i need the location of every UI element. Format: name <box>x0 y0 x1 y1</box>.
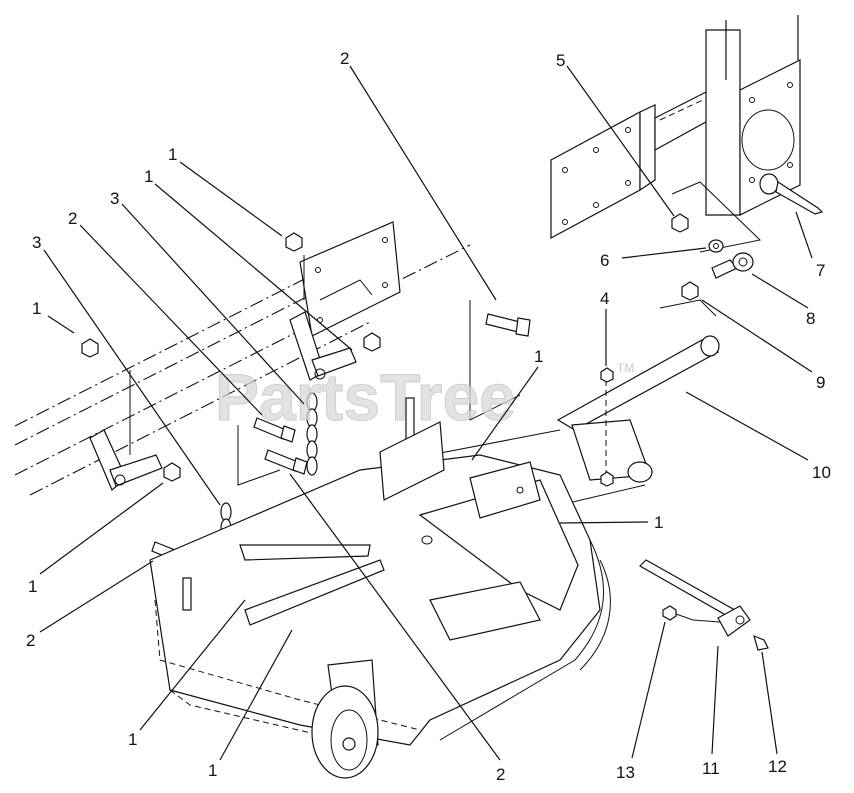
callout-3-left: 3 <box>32 233 41 252</box>
callout-4: 4 <box>600 289 609 308</box>
post-opening <box>741 109 795 171</box>
washer-6 <box>708 239 724 253</box>
callout-11: 11 <box>702 759 720 778</box>
callout-10: 10 <box>812 463 831 482</box>
nut-b <box>81 338 99 358</box>
callout-3-upper: 3 <box>110 189 119 208</box>
gauge-wheel <box>311 659 379 779</box>
callout-2-top: 2 <box>340 49 349 68</box>
nut-13 <box>662 605 677 621</box>
rod-end-hardware <box>671 213 754 301</box>
callout-8: 8 <box>806 309 815 328</box>
watermark-text: PartsTree <box>215 360 516 434</box>
mower-deck <box>149 397 611 746</box>
callout-7: 7 <box>816 261 825 280</box>
bolt-12 <box>753 634 769 651</box>
leader-lines <box>39 65 813 761</box>
deck-brace-left <box>239 544 371 561</box>
hanger-link-left <box>109 454 163 487</box>
watermark-trademark: TM <box>617 361 634 375</box>
arm-11 <box>717 605 751 637</box>
deck-brace-front <box>244 559 385 626</box>
callout-2-lower-left: 2 <box>26 631 35 650</box>
callout-1-top: 1 <box>168 145 177 164</box>
rod-end-8 <box>732 252 754 272</box>
callout-12: 12 <box>768 757 787 776</box>
nut-5 <box>671 213 689 233</box>
callout-1-left: 1 <box>32 299 41 318</box>
nut-4-lower <box>600 471 614 487</box>
callout-5: 5 <box>556 51 565 70</box>
deck-pin-left <box>182 577 192 611</box>
shaft-10 <box>556 339 720 431</box>
deck-baffle <box>429 581 541 641</box>
deck-lift-bracket <box>469 461 541 519</box>
nut-4 <box>600 367 614 383</box>
frame-mount-assembly <box>550 15 824 317</box>
callout-13: 13 <box>616 763 635 782</box>
nut-d <box>163 462 181 482</box>
frame-post-left <box>705 29 741 216</box>
bolt-7-head <box>759 173 779 195</box>
wheel-tire <box>311 685 379 779</box>
deck-bracket <box>379 421 445 501</box>
callout-1-bottom: 1 <box>208 761 217 780</box>
callout-2-upper-left: 2 <box>68 209 77 228</box>
callout-6: 6 <box>600 251 609 270</box>
callout-9: 9 <box>816 373 825 392</box>
bolt-7 <box>775 181 824 215</box>
shaft-assembly <box>398 335 720 506</box>
chain-right <box>306 392 318 476</box>
nut-9 <box>681 281 699 301</box>
callout-labels: 1 1 1 1 1 1 1 1 2 2 2 2 3 3 4 5 6 7 8 9 … <box>26 49 831 784</box>
nut-c <box>363 332 381 352</box>
watermark: PartsTree TM <box>215 360 635 435</box>
wheel-hub <box>342 737 356 751</box>
nut-a <box>285 232 303 252</box>
callout-1-bottom-left: 1 <box>128 730 137 749</box>
bolt-upper <box>485 313 521 333</box>
upper-plate <box>299 221 401 337</box>
callout-1-center: 1 <box>534 347 543 366</box>
callout-1-lower-left: 1 <box>28 577 37 596</box>
arm-assembly <box>639 559 769 651</box>
callout-1-upper-mid: 1 <box>144 167 153 186</box>
callout-1-right: 1 <box>654 513 663 532</box>
callout-2-bottom: 2 <box>496 765 505 784</box>
frame-post-plate <box>739 59 801 216</box>
hanger-brackets <box>89 255 357 491</box>
